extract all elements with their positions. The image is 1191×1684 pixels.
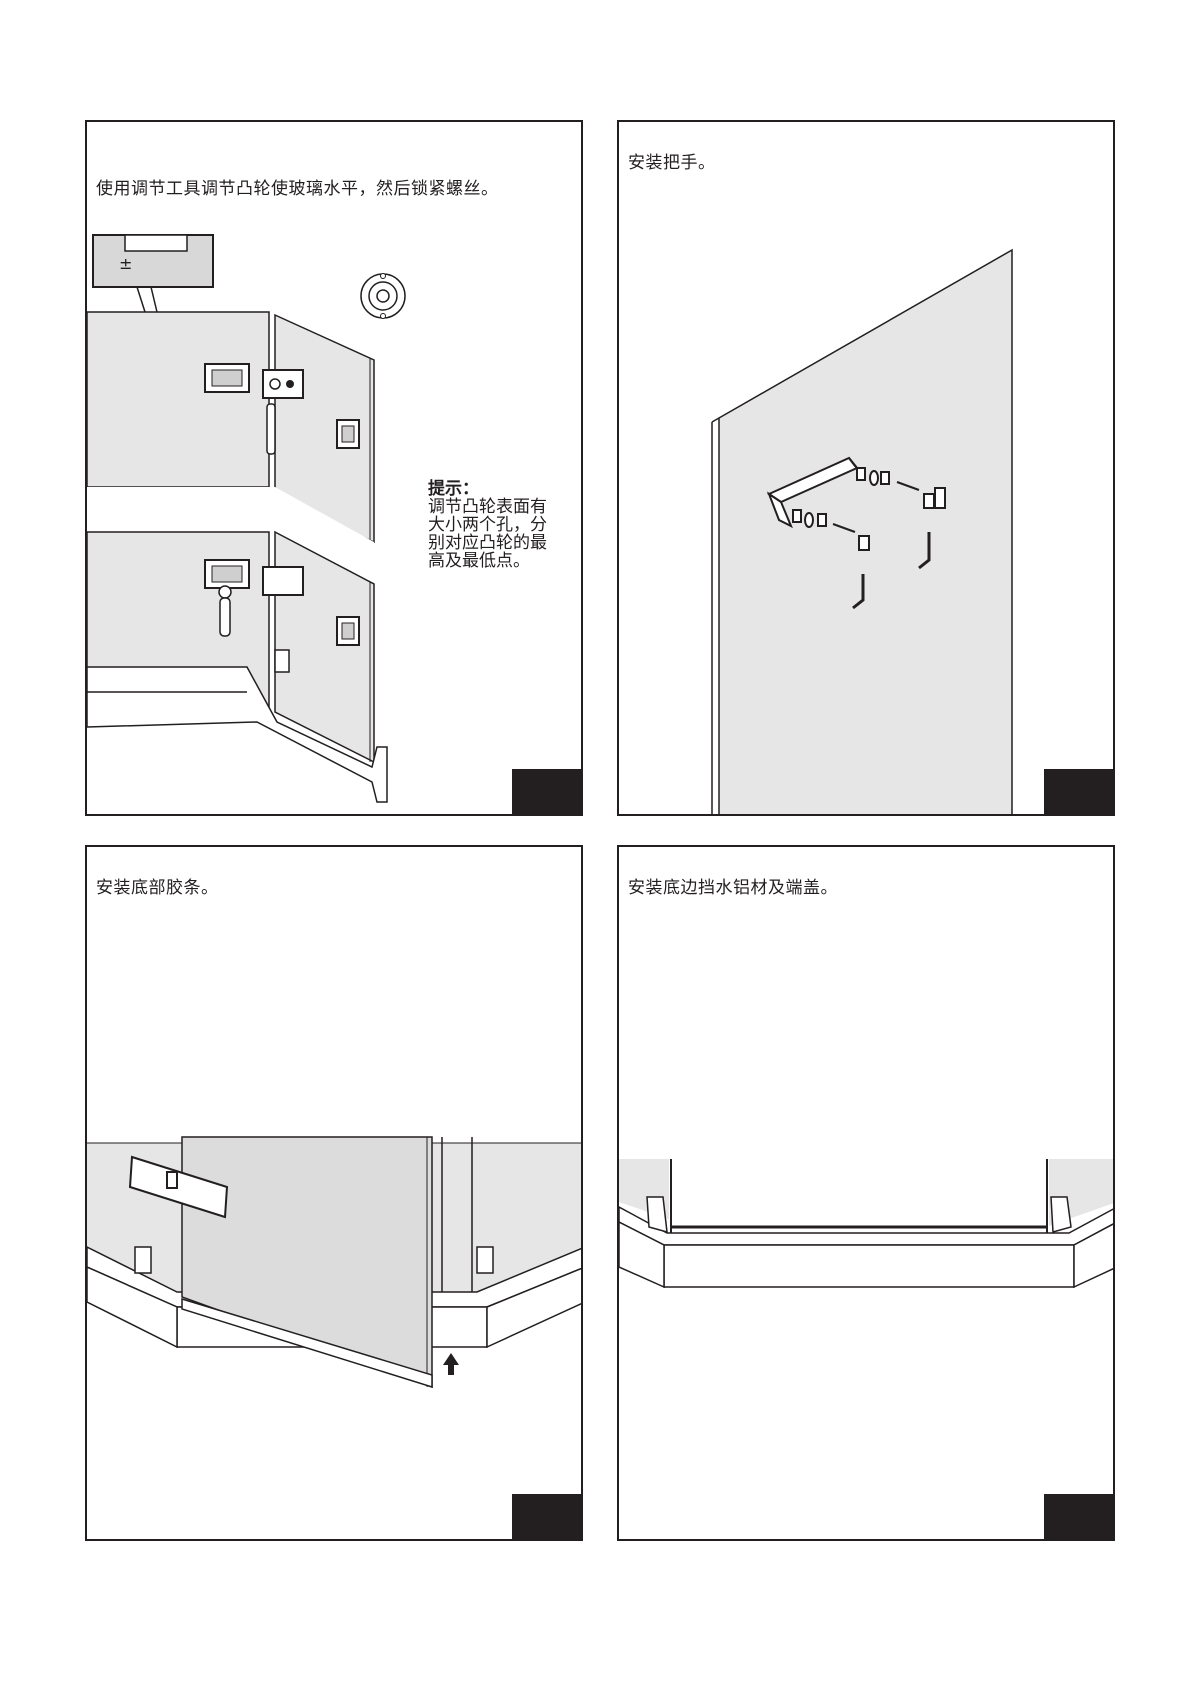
panel-bottom-seal: 安装底部胶条。 (85, 845, 583, 1541)
step-caption: 安装底边挡水铝材及端盖。 (628, 873, 838, 898)
tip-title: 提示： (428, 480, 568, 498)
step-number-box (1044, 1494, 1114, 1540)
illustration-water-bar (619, 847, 1115, 1541)
step-caption: 使用调节工具调节凸轮使玻璃水平，然后锁紧螺丝。 (96, 174, 499, 199)
tip-line: 大小两个孔，分 (428, 516, 568, 534)
tip-line: 调节凸轮表面有 (428, 498, 568, 516)
glass-panel (719, 250, 1012, 816)
tip-note: 提示： 调节凸轮表面有 大小两个孔，分 别对应凸轮的最 高及最低点。 (428, 480, 568, 570)
step-number-box (1044, 769, 1114, 815)
illustration-hinge-adjust (87, 122, 583, 816)
tip-line: 高及最低点。 (428, 552, 568, 570)
cam-detail-icon (361, 274, 405, 319)
illustration-handle (619, 122, 1115, 816)
step-caption: 安装把手。 (628, 148, 716, 173)
step-caption: 安装底部胶条。 (96, 873, 219, 898)
level-mark: ± (119, 254, 132, 273)
step-number-box (512, 769, 582, 815)
up-arrow-icon (443, 1353, 459, 1375)
panel-adjust-cam: 使用调节工具调节凸轮使玻璃水平，然后锁紧螺丝。 ± 提示： 调节凸轮表面有 大小… (85, 120, 583, 816)
panel-water-bar: 安装底边挡水铝材及端盖。 (617, 845, 1115, 1541)
step-number-box (512, 1494, 582, 1540)
illustration-bottom-seal (87, 847, 583, 1541)
tip-line: 别对应凸轮的最 (428, 534, 568, 552)
panel-install-handle: 安装把手。 (617, 120, 1115, 816)
spirit-level (93, 235, 213, 312)
